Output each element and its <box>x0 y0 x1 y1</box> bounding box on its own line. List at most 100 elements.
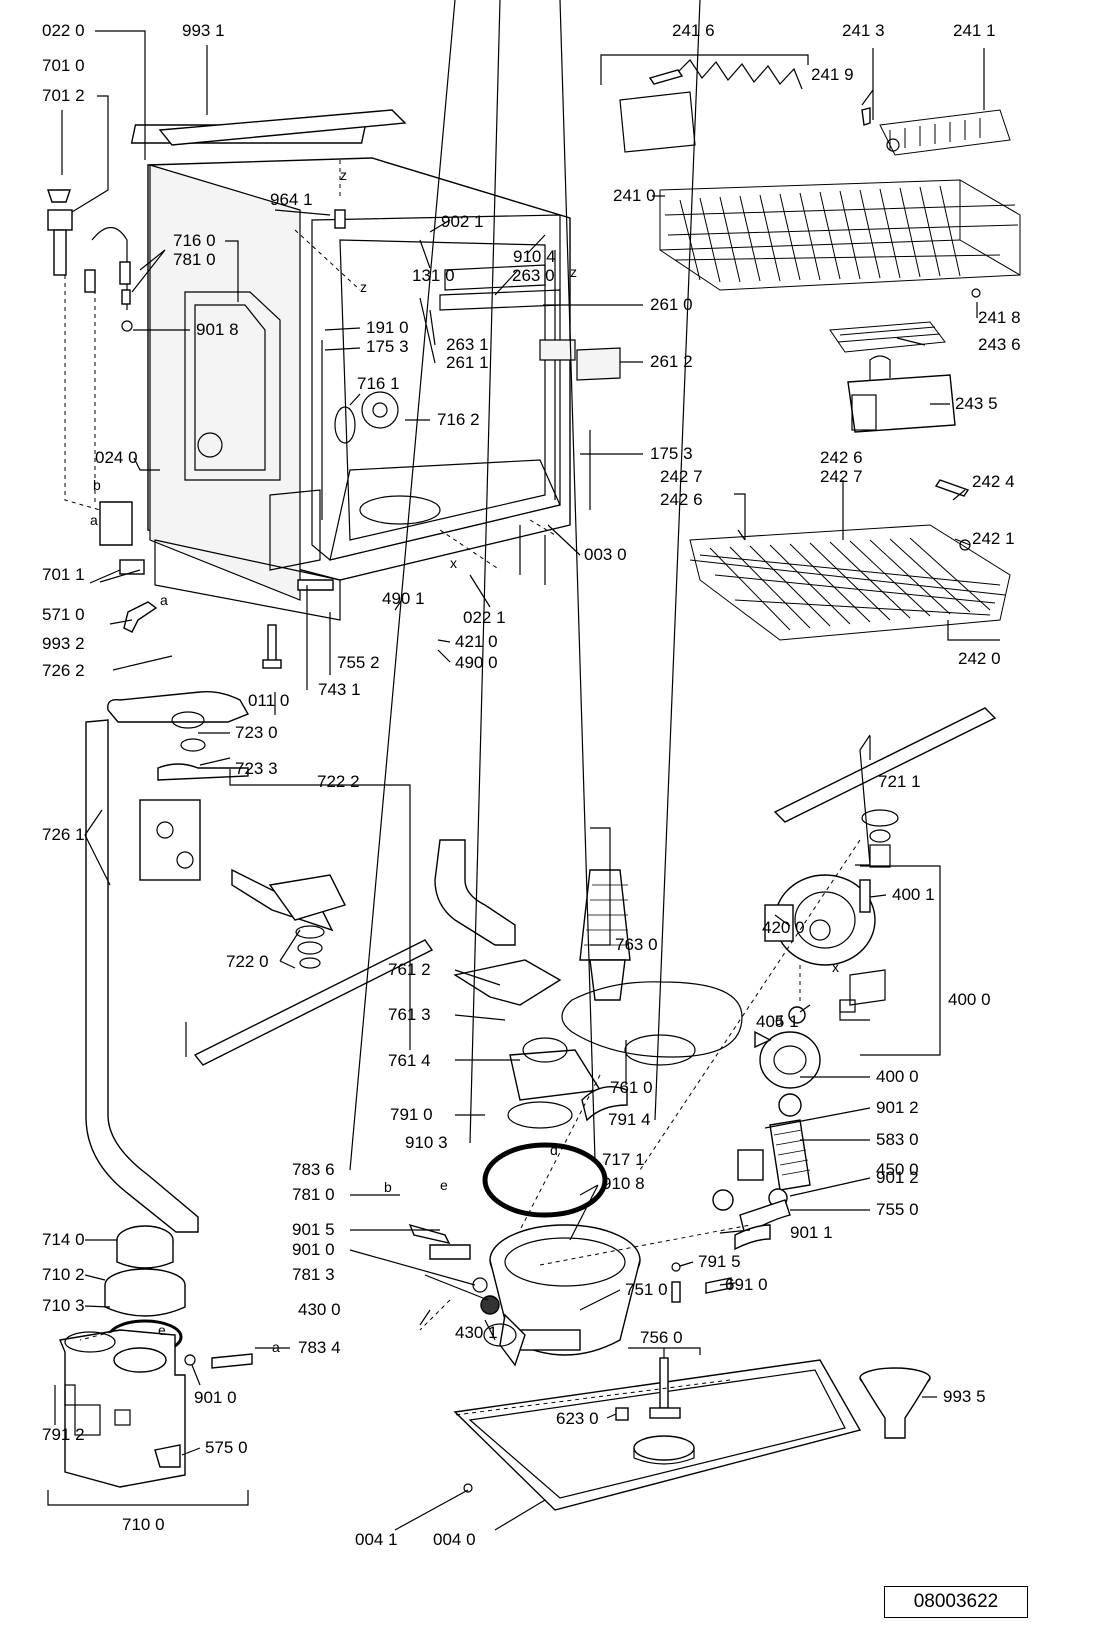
label-783-6: 783 6 <box>292 1160 335 1179</box>
label-583-0: 583 0 <box>876 1130 919 1149</box>
label-761-2: 761 2 <box>388 960 431 979</box>
label-761-0: 761 0 <box>610 1078 653 1097</box>
label-430-1: 430 1 <box>455 1323 498 1342</box>
label-450-0: 450 0 <box>876 1160 919 1179</box>
label-261-1: 261 1 <box>446 353 489 372</box>
salt-funnel <box>859 1367 931 1439</box>
label-191-0: 191 0 <box>366 318 409 337</box>
label-723-3: 723 3 <box>235 759 278 778</box>
label-131-0: 131 0 <box>412 266 455 285</box>
label-701-0: 701 0 <box>42 56 85 75</box>
label-623-0: 623 0 <box>556 1409 599 1428</box>
label-722-0: 722 0 <box>226 952 269 971</box>
label-175-3-lower: 175 3 <box>650 444 693 463</box>
letter-e: e <box>440 1177 448 1193</box>
letter-z: z <box>340 167 347 183</box>
label-261-2: 261 2 <box>650 352 693 371</box>
label-716-0: 716 0 <box>173 231 216 250</box>
label-241-3: 241 3 <box>842 21 885 40</box>
letter-d: d <box>550 1142 558 1158</box>
label-993-1: 993 1 <box>182 21 225 40</box>
part-labels: 022 0 993 1 701 0 701 2 241 6 241 3 241 … <box>42 21 1021 1549</box>
label-242-7-right: 242 7 <box>820 467 863 486</box>
label-791-0: 791 0 <box>390 1105 433 1124</box>
label-242-7-left: 242 7 <box>660 467 703 486</box>
center-filter-group <box>434 839 743 1129</box>
label-721-1: 721 1 <box>878 772 921 791</box>
label-910-8: 910 8 <box>602 1174 645 1193</box>
letter-x: x <box>832 959 839 975</box>
sump-assembly <box>408 1223 641 1367</box>
label-490-1: 490 1 <box>382 589 425 608</box>
label-420-0: 420 0 <box>762 918 805 937</box>
label-263-1: 263 1 <box>446 335 489 354</box>
label-575-0: 575 0 <box>205 1438 248 1457</box>
label-710-3: 710 3 <box>42 1296 85 1315</box>
label-714-0: 714 0 <box>42 1230 85 1249</box>
label-243-5: 243 5 <box>955 394 998 413</box>
label-004-1: 004 1 <box>355 1530 398 1549</box>
label-263-0: 263 0 <box>512 266 555 285</box>
label-902-1: 902 1 <box>441 212 484 231</box>
label-755-0: 755 0 <box>876 1200 919 1219</box>
label-242-0: 242 0 <box>958 649 1001 668</box>
label-791-4: 791 4 <box>608 1110 651 1129</box>
label-243-6: 243 6 <box>978 335 1021 354</box>
label-901-1: 901 1 <box>790 1223 833 1242</box>
letter-d: d <box>775 1012 783 1028</box>
letter-e: e <box>158 1322 166 1338</box>
upper-spray-arm <box>773 707 997 868</box>
label-701-2: 701 2 <box>42 86 85 105</box>
label-430-0: 430 0 <box>298 1300 341 1319</box>
letter-z: z <box>360 279 367 295</box>
label-241-0: 241 0 <box>613 186 656 205</box>
sump-gasket-ring <box>482 1142 608 1218</box>
label-755-2: 755 2 <box>337 653 380 672</box>
label-400-0-bracket: 400 0 <box>948 990 991 1009</box>
label-261-0: 261 0 <box>650 295 693 314</box>
label-241-9: 241 9 <box>811 65 854 84</box>
letter-b: b <box>93 477 101 493</box>
label-781-0-lower: 781 0 <box>292 1185 335 1204</box>
label-175-3-upper: 175 3 <box>366 337 409 356</box>
label-701-1: 701 1 <box>42 565 85 584</box>
label-791-5: 791 5 <box>698 1252 741 1271</box>
document-number: 08003622 <box>884 1586 1028 1618</box>
base-plate <box>453 1357 862 1511</box>
label-400-0: 400 0 <box>876 1067 919 1086</box>
label-716-2: 716 2 <box>437 410 480 429</box>
label-400-1: 400 1 <box>892 885 935 904</box>
label-726-1: 726 1 <box>42 825 85 844</box>
label-710-2: 710 2 <box>42 1265 85 1284</box>
label-781-3: 781 3 <box>292 1265 335 1284</box>
label-405-1: 405 1 <box>756 1012 799 1031</box>
label-751-0: 751 0 <box>625 1280 668 1299</box>
label-993-5: 993 5 <box>943 1387 986 1406</box>
label-691-0: 691 0 <box>725 1275 768 1294</box>
label-901-2-lower: 901 2 <box>876 1168 919 1187</box>
leader-lines <box>47 0 1000 1531</box>
label-901-8: 901 8 <box>196 320 239 339</box>
label-242-6-left: 242 6 <box>660 490 703 509</box>
letter-x: x <box>450 555 457 571</box>
letter-z: z <box>570 264 577 280</box>
label-241-1: 241 1 <box>953 21 996 40</box>
label-710-0: 710 0 <box>122 1515 165 1534</box>
label-571-0: 571 0 <box>42 605 85 624</box>
label-964-1: 964 1 <box>270 190 313 209</box>
label-242-1: 242 1 <box>972 529 1015 548</box>
label-716-1: 716 1 <box>357 374 400 393</box>
circulation-pipes <box>85 690 434 1233</box>
label-490-0: 490 0 <box>455 653 498 672</box>
label-901-5: 901 5 <box>292 1220 335 1239</box>
label-901-0-softener: 901 0 <box>194 1388 237 1407</box>
label-024-0: 024 0 <box>95 448 138 467</box>
label-241-6: 241 6 <box>672 21 715 40</box>
dashed-guides <box>64 160 861 1416</box>
label-791-2: 791 2 <box>42 1425 85 1444</box>
label-756-0: 756 0 <box>640 1328 683 1347</box>
label-901-2-upper: 901 2 <box>876 1098 919 1117</box>
label-726-2: 726 2 <box>42 661 85 680</box>
lower-basket <box>689 479 1011 641</box>
label-781-0-top: 781 0 <box>173 250 216 269</box>
